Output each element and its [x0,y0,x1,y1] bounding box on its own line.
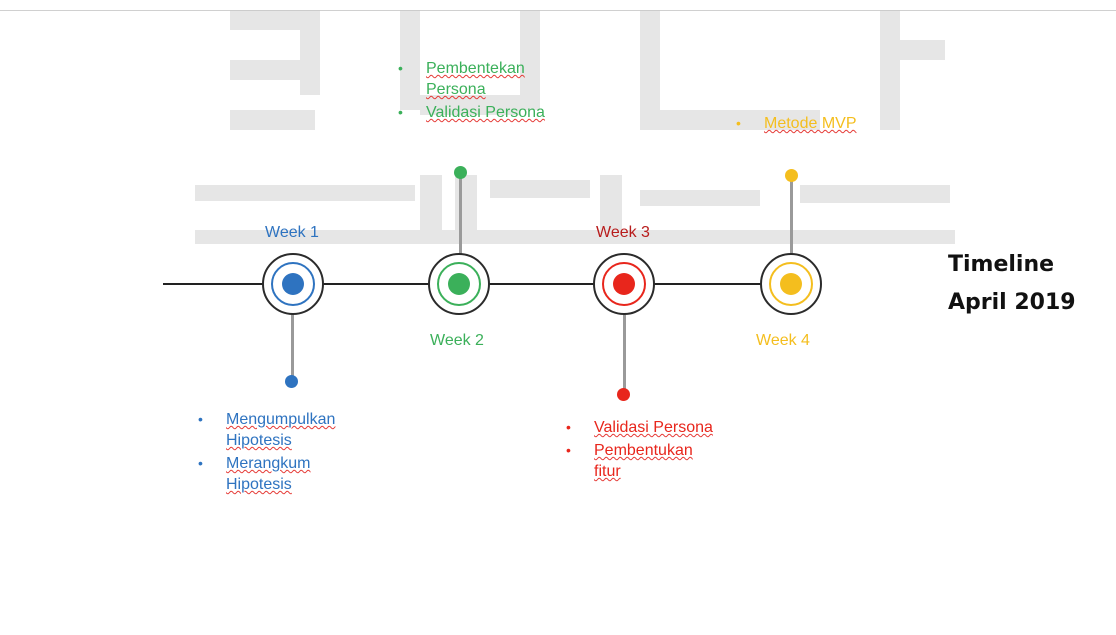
week4-end-dot [785,169,798,182]
week3-stem [623,310,626,392]
week3-node [593,253,655,315]
week2-stem [459,178,462,276]
list-item: Merangkum Hipotesis [198,453,378,495]
week2-node [428,253,490,315]
list-item: Metode MVP [736,113,906,134]
week1-node [262,253,324,315]
week3-end-dot [617,388,630,401]
week1-stem [291,310,294,380]
week4-tasks: Metode MVP [736,113,906,136]
list-item: Pembentekan Persona [398,58,558,100]
week3-label: Week 3 [596,224,650,241]
week4-label: Week 4 [756,332,810,349]
list-item: Mengumpulkan Hipotesis [198,409,378,451]
week4-stem [790,180,793,276]
week1-label: Week 1 [265,224,319,241]
week4-node [760,253,822,315]
week1-tasks: Mengumpulkan Hipotesis Merangkum Hipotes… [198,409,378,497]
list-item: Validasi Persona [566,417,721,438]
week2-end-dot [454,166,467,179]
list-item: Pembentukan fitur [566,440,721,482]
week3-tasks: Validasi Persona Pembentukan fitur [566,417,721,484]
timeline-title: Timeline [948,252,1055,277]
timeline-subtitle: April 2019 [948,290,1076,315]
week1-end-dot [285,375,298,388]
slide-frame [0,10,1116,635]
week2-label: Week 2 [430,332,484,349]
week2-tasks: Pembentekan Persona Validasi Persona [398,58,558,125]
list-item: Validasi Persona [398,102,558,123]
